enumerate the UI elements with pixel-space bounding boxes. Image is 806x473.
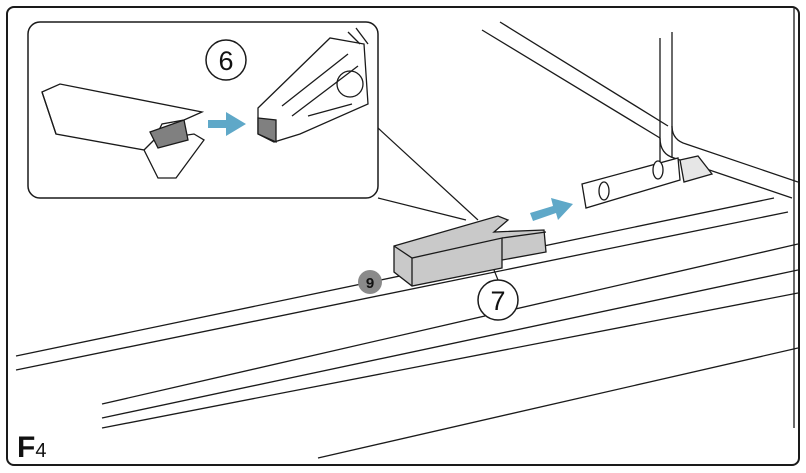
installation-diagram: 9 7 [15, 8, 798, 459]
part-badge-number: 9 [366, 275, 374, 292]
step-callout-inset: 6 [205, 39, 247, 81]
mounting-part [393, 215, 547, 287]
appliance-body [481, 8, 798, 428]
leader-lines [377, 127, 479, 221]
inset-hinge [257, 27, 369, 144]
inset-step-number: 6 [218, 46, 233, 76]
inset-arrow-icon [208, 112, 246, 136]
part-badge: 9 [358, 270, 382, 294]
figure-number: 4 [35, 440, 47, 462]
diagram-frame: 9 7 [6, 6, 800, 466]
main-step-number: 7 [490, 286, 505, 316]
cabinet-rails [15, 197, 798, 459]
direction-arrow-icon [530, 198, 573, 221]
hinge-bracket [581, 155, 714, 209]
detail-inset: 6 [27, 21, 379, 199]
inset-part [41, 83, 205, 179]
figure-label: F4 [17, 433, 46, 463]
figure-letter: F [17, 431, 36, 464]
step-callout-main: 7 [477, 269, 519, 321]
